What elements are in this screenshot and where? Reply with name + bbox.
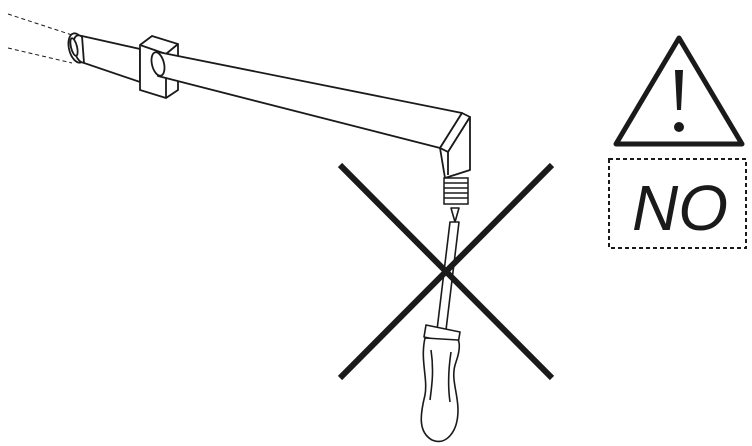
outlet-thread bbox=[443, 177, 469, 205]
cross-mark-icon bbox=[337, 162, 555, 381]
pipe-inlet-section bbox=[81, 34, 141, 84]
hidden-wall-pipe-lines bbox=[7, 13, 73, 64]
screwdriver-icon bbox=[420, 207, 461, 443]
no-label-text: NO bbox=[632, 172, 728, 244]
warning-triangle-icon bbox=[613, 35, 745, 147]
shower-arm bbox=[150, 51, 471, 179]
no-label-box: NO bbox=[608, 158, 747, 249]
